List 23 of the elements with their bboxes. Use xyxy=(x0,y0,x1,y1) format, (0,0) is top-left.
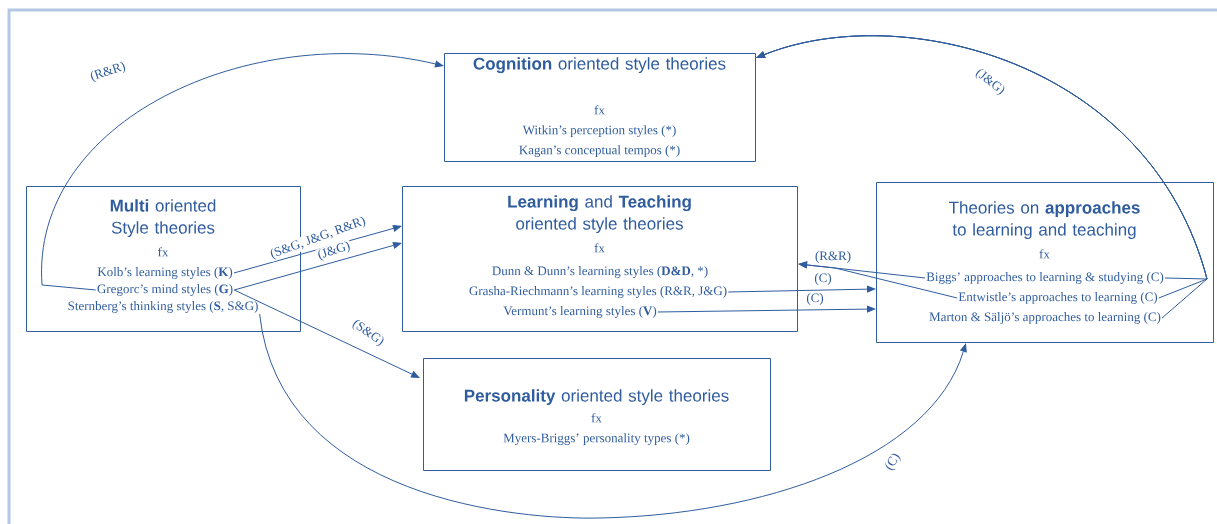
arrow xyxy=(233,242,402,291)
edge-label: (C) xyxy=(882,450,904,474)
arrow xyxy=(657,305,876,313)
edge-label: (R&R) xyxy=(87,59,129,85)
theory-box: Personality oriented style theories fx Myers-Briggs’ personality types (*) xyxy=(423,358,771,471)
theory-box: Cognition oriented style theories fx Witkin’s perception styles (*) Kagan’s conceptual tempos (*) xyxy=(444,53,756,162)
edge-label: (R&R) xyxy=(813,250,853,264)
style-item: Vermunt’s learning styles (V) xyxy=(503,306,657,318)
style-item: Entwistle’s approaches to learning (C) xyxy=(958,292,1158,304)
arrow xyxy=(727,285,876,293)
style-item: Dunn & Dunn’s learning styles (D&D, *) xyxy=(492,266,708,278)
style-item: Gregorc’s mind styles (G) xyxy=(97,284,233,296)
arrow xyxy=(259,313,967,519)
style-item: Sternberg’s thinking styles (S, S&G) xyxy=(68,301,258,313)
style-item: Biggs’ approaches to learning & studying (C) xyxy=(926,272,1164,284)
style-item: Kolb’s learning styles (K) xyxy=(97,267,233,279)
arrow xyxy=(233,289,420,378)
style-item: Grasha-Riechmann’s learning styles (R&R, J&G) xyxy=(469,286,727,298)
arrow xyxy=(41,53,444,291)
arrow xyxy=(798,261,958,299)
style-item: Marton & Säljö’s approaches to learning (C) xyxy=(929,312,1161,324)
edge-label: (C) xyxy=(805,292,825,306)
edge-label: (C) xyxy=(813,272,833,286)
